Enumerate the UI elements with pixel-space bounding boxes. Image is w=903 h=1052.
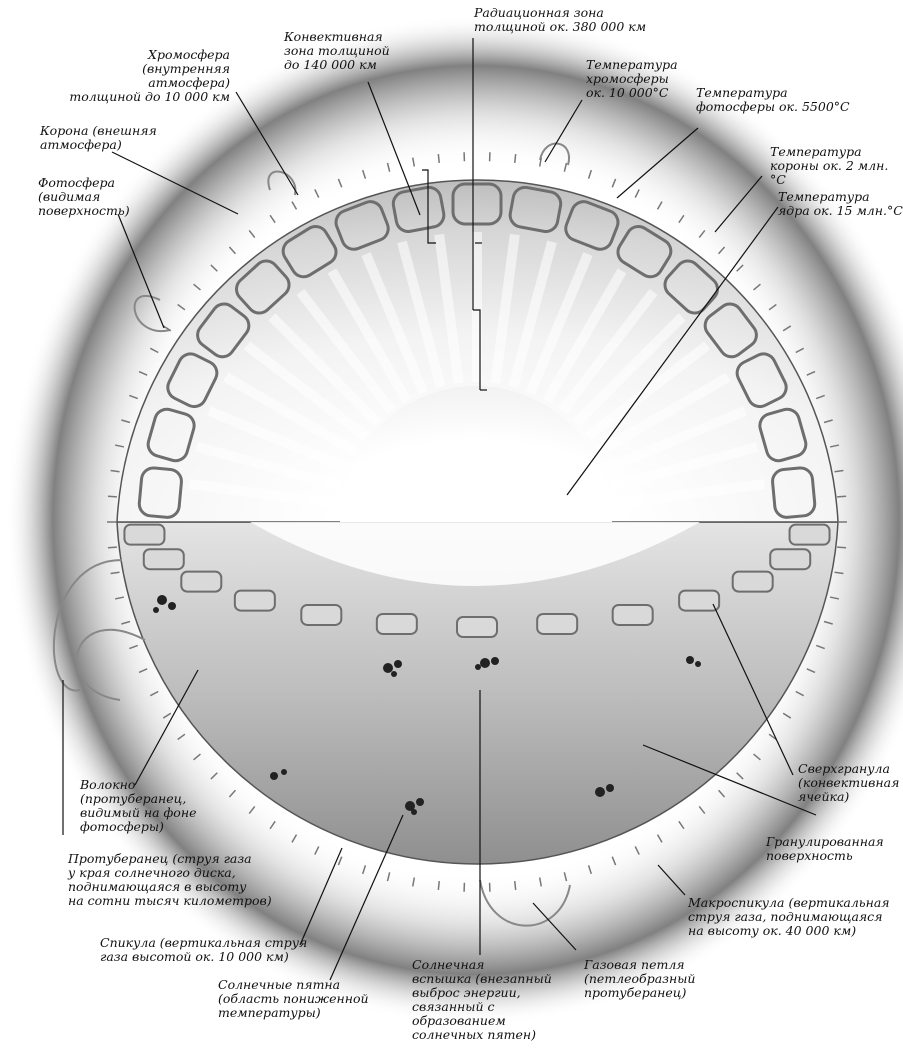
label-photosphere-temperature: Температура фотосферы ок. 5500°С bbox=[696, 86, 850, 114]
rim-cell bbox=[144, 549, 184, 569]
rim-cell bbox=[613, 605, 653, 625]
label-supergranule: Сверхгранула (конвективная ячейка) bbox=[798, 762, 899, 804]
spicule bbox=[438, 881, 439, 890]
label-spicule: Спикула (вертикальная струя газа высотой… bbox=[100, 936, 307, 964]
rim-cell bbox=[770, 549, 810, 569]
label-filament: Волокно (протуберанец, видимый на фоне ф… bbox=[80, 778, 196, 834]
spicule bbox=[837, 547, 846, 548]
spicule bbox=[515, 881, 516, 890]
rim-cell bbox=[377, 614, 417, 634]
label-solar-flare: Солнечная вспышка (внезапный выброс энер… bbox=[412, 958, 552, 1042]
rim-cell bbox=[235, 591, 275, 611]
label-granulated-surface: Гранулированная поверхность bbox=[766, 835, 884, 863]
label-chromosphere: Хромосфера (внутренняя атмосфера) толщин… bbox=[60, 48, 230, 104]
rim-cell bbox=[181, 572, 221, 592]
spicule bbox=[515, 154, 516, 163]
label-radiative-zone: Радиационная зона толщиной ок. 380 000 к… bbox=[474, 6, 646, 34]
label-chromosphere-temperature: Температура хромосферы ок. 10 000°С bbox=[586, 58, 678, 100]
label-sunspots: Солнечные пятна (область пониженной темп… bbox=[218, 978, 369, 1020]
label-macrospicule: Макроспикула (вертикальная струя газа, п… bbox=[688, 896, 890, 938]
rim-cell bbox=[537, 614, 577, 634]
label-core-temperature: Температура ядра ок. 15 млн.°С bbox=[778, 190, 903, 218]
spicule bbox=[108, 547, 117, 548]
spicule bbox=[837, 496, 846, 497]
label-corona: Корона (внешняя атмосфера) bbox=[40, 124, 157, 152]
label-photosphere: Фотосфера (видимая поверхность) bbox=[38, 176, 130, 218]
rim-cell bbox=[124, 525, 164, 545]
rim-cell bbox=[457, 617, 497, 637]
rim-cell bbox=[790, 525, 830, 545]
rim-cell bbox=[733, 572, 773, 592]
spicule bbox=[438, 154, 439, 163]
rim-cell bbox=[301, 605, 341, 625]
label-prominence: Протуберанец (струя газа у края солнечно… bbox=[68, 852, 272, 908]
label-convective-zone: Конвективная зона толщиной до 140 000 км bbox=[284, 30, 390, 72]
label-gas-loop: Газовая петля (петлеобразный протуберане… bbox=[584, 958, 695, 1000]
spicule bbox=[108, 496, 117, 497]
rim-cell bbox=[679, 591, 719, 611]
label-corona-temperature: Температура короны ок. 2 млн.°С bbox=[770, 145, 903, 187]
